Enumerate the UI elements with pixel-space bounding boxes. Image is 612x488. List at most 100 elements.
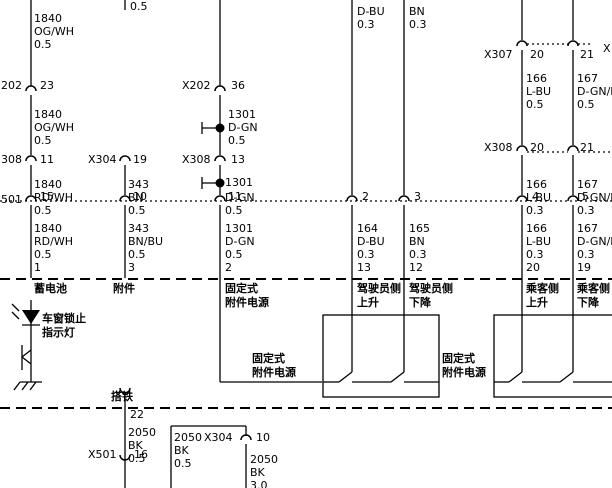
terminal-arc [398, 195, 410, 202]
diagram-label: 0.3 [577, 204, 595, 217]
diagram-label: D-BU [357, 235, 385, 248]
diagram-label: BN [128, 191, 144, 204]
splice-points [201, 122, 225, 189]
diagram-label: BN [409, 5, 425, 18]
function-labels: 蓄电池 附件 固定式 附件电源 驾驶员侧 上升 驾驶员侧 下降 乘客侧 上升 乘… [34, 281, 610, 403]
diagram-label: D-BU [357, 5, 385, 18]
diagram-label: 0.5 [225, 248, 243, 261]
terminal-arc [516, 195, 528, 202]
diagram-label: 0.3 [577, 248, 595, 261]
diagram-label: 11 [228, 190, 242, 203]
diagram-label: D-GN [225, 191, 255, 204]
diagram-label: 166 [526, 72, 547, 85]
diagram-label: 1301 [228, 108, 256, 121]
lock-indicator-led-icon [11, 300, 42, 391]
diagram-label: 21 [580, 48, 594, 61]
label-lock-indicator: 车窗锁止 [42, 311, 86, 325]
diagram-label: 5 [582, 190, 589, 203]
diagram-label: 15 [40, 190, 54, 203]
diagram-label: D-GN/I [577, 191, 612, 204]
diagram-label: 1 [34, 261, 41, 274]
diagram-label: 2050 [174, 431, 202, 444]
terminal-arc [214, 85, 226, 92]
switch-boxes [322, 314, 612, 398]
diagram-label: 2 [362, 190, 369, 203]
diagram-label: 16 [134, 448, 148, 461]
diagram-label: 343 [128, 178, 149, 191]
diagram-label: L-BU [526, 191, 551, 204]
diagram-label: 202 [1, 79, 22, 92]
diagram-label: 21 [580, 141, 594, 154]
terminal-arc [119, 454, 131, 461]
diagram-label: 10 [256, 431, 270, 444]
diagram-label: 0.3 [409, 18, 427, 31]
diagram-label: X308 [484, 141, 513, 154]
diagram-label: 12 [409, 261, 423, 274]
diagram-label: 附件电源 [252, 365, 296, 379]
diagram-label: 指示灯 [42, 325, 75, 339]
diagram-label: BK [250, 466, 266, 479]
diagram-label: 上升 [526, 295, 548, 309]
label-driver-down: 驾驶员侧 [408, 281, 453, 295]
connector-bars [0, 43, 612, 202]
label-passenger-up: 乘客侧 [525, 281, 559, 295]
diagram-label: 0.5 [228, 134, 246, 147]
diagram-label: D-GN [225, 235, 255, 248]
diagram-label: OG/WH [34, 121, 74, 134]
label-accessory: 附件 [113, 281, 135, 295]
connector-terminals [25, 40, 579, 461]
diagram-label: 10 [133, 190, 147, 203]
diagram-label: X308 [182, 153, 211, 166]
diagram-label: 2 [225, 261, 232, 274]
diagram-label: 0.5 [174, 457, 192, 470]
label-fixed-acc-power: 固定式 [225, 281, 258, 295]
label-box-right: 固定式 [442, 351, 475, 365]
diagram-label: X202 [182, 79, 211, 92]
diagram-label: L-BU [526, 235, 551, 248]
diagram-label: 23 [40, 79, 54, 92]
diagram-label: 501 [1, 193, 22, 206]
diagram-label: L-BU [526, 85, 551, 98]
diagram-label: 22 [130, 408, 144, 421]
diagram-label: 4 [532, 190, 539, 203]
diagram-label: D-GN/I [577, 235, 612, 248]
connector-labels: 202 23 308 11 501 X304 19 X202 36 X308 1… [1, 42, 611, 461]
diagram-label: 343 [128, 222, 149, 235]
diagram-label: 19 [577, 261, 591, 274]
terminal-arc [346, 195, 358, 202]
diagram-label: 0.5 [526, 98, 544, 111]
diagram-label: X307 [484, 48, 513, 61]
terminal-arc [119, 155, 131, 162]
diagram-label: 167 [577, 72, 598, 85]
diagram-label: 2050 [250, 453, 278, 466]
diagram-label: 上升 [357, 295, 379, 309]
diagram-label: RD/WH [34, 191, 73, 204]
terminal-arc [516, 40, 528, 47]
diagram-label: BK [128, 439, 144, 452]
diagram-label: D-GN/I [577, 85, 612, 98]
diagram-label: 19 [133, 153, 147, 166]
diagram-label: 20 [530, 48, 544, 61]
diagram-label: 0.5 [34, 248, 52, 261]
label-passenger-down: 乘客侧 [576, 281, 610, 295]
diagram-label: 0.5 [225, 204, 243, 217]
wire-labels: 1840 OG/WH 0.5 0.5 1840 OG/WH 0.5 1840 R… [34, 0, 612, 488]
diagram-label: 2050 [128, 426, 156, 439]
diagram-label: 166 [526, 222, 547, 235]
terminal-arc [119, 387, 131, 394]
diagram-label: 0.3 [357, 18, 375, 31]
diagram-label: 0.5 [128, 248, 146, 261]
diagram-label: 13 [357, 261, 371, 274]
wires [30, 0, 574, 488]
diagram-label: X304 [204, 431, 233, 444]
terminal-arc [516, 145, 528, 152]
diagram-label: 1840 [34, 12, 62, 25]
diagram-label: 164 [357, 222, 378, 235]
diagram-label: 0.3 [526, 204, 544, 217]
diagram-label: 附件电源 [442, 365, 486, 379]
diagram-label: BN/BU [128, 235, 163, 248]
diagram-label: 36 [231, 79, 245, 92]
diagram-label: 3 [414, 190, 421, 203]
label-driver-up: 驾驶员侧 [356, 281, 401, 295]
